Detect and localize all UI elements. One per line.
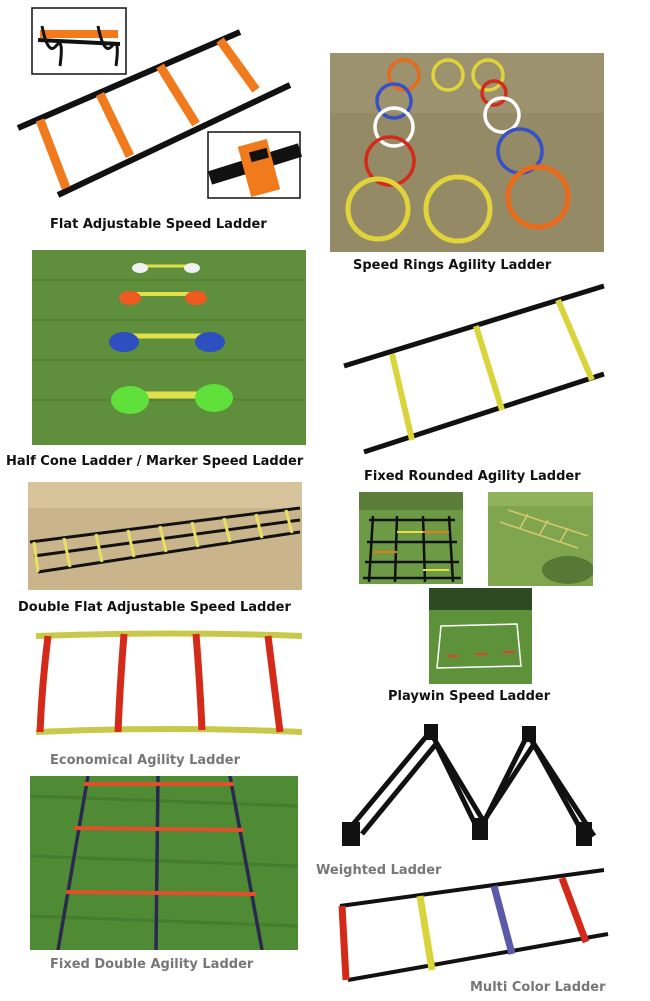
multi-color-ladder-image: [332, 862, 610, 986]
economical-ladder-image: [30, 628, 304, 740]
half-cone-ladder-image: [32, 250, 306, 445]
caption-flat-adjustable-speed-ladder: Flat Adjustable Speed Ladder: [50, 217, 267, 232]
caption-fixed-double-agility-ladder: Fixed Double Agility Ladder: [50, 957, 254, 972]
playwin-ladder-image-2: [488, 492, 593, 586]
caption-economical-agility-ladder: Economical Agility Ladder: [50, 753, 241, 768]
caption-multi-color-ladder: Multi Color Ladder: [470, 980, 606, 995]
fixed-double-ladder-image: [30, 776, 298, 950]
speed-rings-ladder-image: [330, 53, 604, 252]
double-flat-ladder-image: [28, 482, 302, 590]
caption-weighted-ladder: Weighted Ladder: [316, 863, 442, 878]
caption-speed-rings-agility-ladder: Speed Rings Agility Ladder: [353, 258, 552, 273]
caption-fixed-rounded-agility-ladder: Fixed Rounded Agility Ladder: [364, 469, 581, 484]
playwin-ladder-image-3: [429, 588, 532, 684]
caption-half-cone-ladder: Half Cone Ladder / Marker Speed Ladder: [6, 454, 304, 469]
flat-adjustable-ladder-image: [0, 0, 320, 210]
caption-playwin-speed-ladder: Playwin Speed Ladder: [388, 689, 551, 704]
playwin-ladder-image-1: [359, 492, 463, 584]
fixed-rounded-ladder-image: [340, 280, 608, 460]
caption-double-flat-adjustable-speed-ladder: Double Flat Adjustable Speed Ladder: [18, 600, 291, 615]
weighted-ladder-image: [332, 718, 610, 858]
